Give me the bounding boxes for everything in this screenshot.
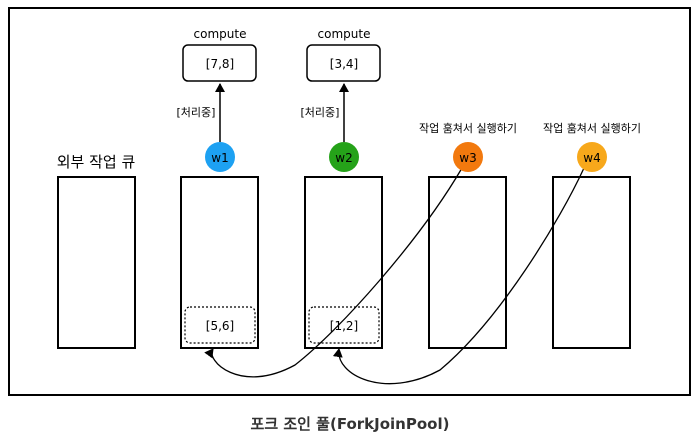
compute-label-w2: compute [318,27,371,41]
pool-frame [8,7,691,396]
steal-label-w3: 작업 훔쳐서 실행하기 [419,121,517,135]
worker-queue-w2 [304,176,383,349]
queued-task-w1 [184,306,256,344]
worker-w4 [577,142,607,172]
queued-task-w2 [308,306,380,344]
worker-w2 [329,142,359,172]
worker-w1 [205,142,235,172]
compute-task-w1 [182,44,257,82]
steal-arrow-w3 [204,167,463,378]
queued-task-w2-label: [1,2] [330,319,358,333]
worker-queue-w3 [428,176,507,349]
processing-label-w2: [처리중] [301,106,340,119]
worker-w4-label: w4 [583,151,600,165]
diagram-caption: 포크 조인 풀(ForkJoinPool) [250,415,450,433]
external-queue [57,176,136,349]
compute-task-w2 [306,44,381,82]
worker-w3-label: w3 [459,151,476,165]
compute-task-w2-label: [3,4] [330,57,358,71]
worker-w2-label: w2 [335,151,352,165]
processing-label-w1: [처리중] [177,106,216,119]
worker-queue-w1 [180,176,259,349]
worker-queue-w4 [552,176,631,349]
compute-task-w1-label: [7,8] [206,57,234,71]
compute-label-w1: compute [194,27,247,41]
steal-label-w4: 작업 훔쳐서 실행하기 [543,121,641,135]
queued-task-w1-label: [5,6] [206,319,234,333]
steal-arrow-w4 [332,167,585,385]
worker-w1-label: w1 [211,151,228,165]
worker-w3 [453,142,483,172]
external-queue-label: 외부 작업 큐 [57,153,136,171]
